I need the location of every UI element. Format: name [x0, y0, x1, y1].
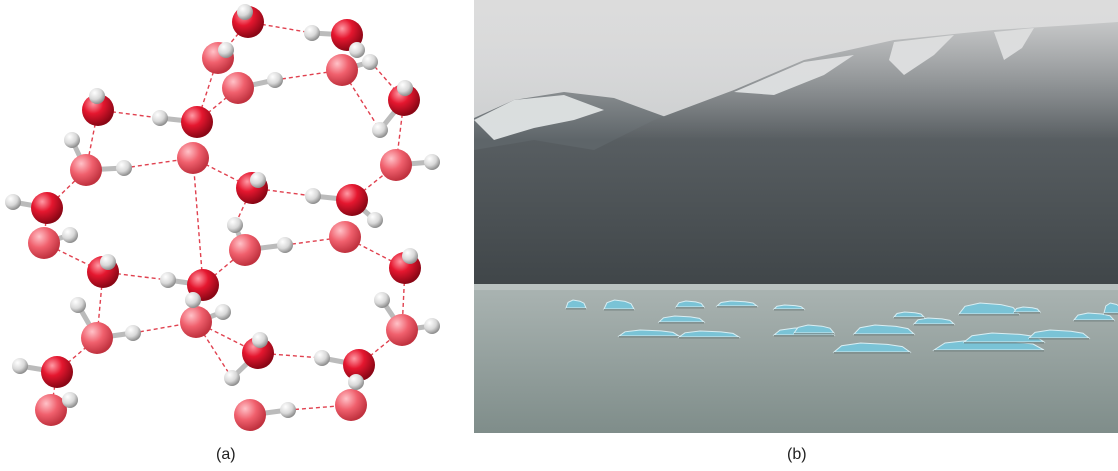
iceberg-reflection [676, 307, 704, 309]
oxygen-atom [229, 234, 261, 266]
iceberg-reflection [894, 317, 924, 319]
hydrogen-atom [372, 122, 388, 138]
iceberg-reflection [619, 336, 679, 338]
iceberg-reflection [934, 350, 1044, 352]
icebergs [565, 299, 1118, 354]
hydrogen-atom [237, 4, 253, 20]
hydrogen-atom [224, 370, 240, 386]
hydrogen-atom [374, 292, 390, 308]
hydrogen-atom [348, 374, 364, 390]
iceberg-reflection [964, 342, 1044, 344]
hydrogen-atom [215, 304, 231, 320]
iceberg-reflection [1104, 313, 1118, 315]
oxygen-atom [28, 227, 60, 259]
hydrogen-atom [424, 318, 440, 334]
hydrogen-atom [218, 42, 234, 58]
hydrogen-atom [250, 172, 266, 188]
hydrogen-atom [397, 80, 413, 96]
iceberg-reflection [1014, 312, 1040, 314]
iceberg-reflection [679, 337, 739, 339]
iceberg-reflection [717, 306, 757, 308]
oxygen-atom [81, 322, 113, 354]
oxygen-atom [70, 154, 102, 186]
iceberg-reflection [959, 314, 1019, 316]
oxygen-atom [335, 389, 367, 421]
fog [474, 0, 1118, 140]
hydrogen-atom [152, 110, 168, 126]
oxygen-atom [35, 394, 67, 426]
iceberg-reflection [774, 335, 834, 337]
hydrogen-atom [349, 42, 365, 58]
oxygen-atom [181, 106, 213, 138]
iceberg-reflection [566, 308, 586, 310]
iceberg-reflection [1074, 320, 1114, 322]
iceberg-reflection [774, 309, 804, 311]
hydrogen-atom [424, 154, 440, 170]
oxygen-atom [41, 356, 73, 388]
hydrogen-atom [304, 25, 320, 41]
oxygen-atom [386, 314, 418, 346]
iceberg-reflection [834, 352, 910, 354]
caption-b: (b) [787, 446, 807, 463]
ice-lattice-model [5, 4, 440, 431]
hydrogen-atom [116, 160, 132, 176]
hydrogen-bond [132, 321, 197, 334]
iceberg-reflection [604, 309, 634, 311]
hydrogen-atom [125, 325, 141, 341]
hydrogen-atom [62, 392, 78, 408]
hydrogen-atom [367, 212, 383, 228]
oxygen-atom [234, 399, 266, 431]
hydrogen-atom [62, 227, 78, 243]
oxygen-atom [343, 349, 375, 381]
hydrogen-atom [89, 88, 105, 104]
oxygen-atom [329, 221, 361, 253]
hydrogen-atom [252, 332, 268, 348]
iceberg-reflection [914, 324, 954, 326]
iceberg-reflection [854, 334, 914, 336]
iceberg-reflection [1029, 338, 1089, 340]
iceberg [1103, 302, 1118, 314]
oxygen-atom [180, 306, 212, 338]
hydrogen-atom [5, 194, 21, 210]
oxygen-atom [326, 54, 358, 86]
hydrogen-atom [64, 132, 80, 148]
iceberg-photo [474, 0, 1118, 433]
hydrogen-atom [12, 358, 28, 374]
hydrogen-atom [70, 297, 86, 313]
hydrogen-atom [402, 248, 418, 264]
iceberg-reflection [794, 333, 834, 335]
oxygen-atom [388, 84, 420, 116]
hydrogen-atom [227, 217, 243, 233]
hydrogen-atom [314, 350, 330, 366]
far-shoreline [474, 284, 1118, 292]
hydrogen-atom [362, 54, 378, 70]
oxygen-atom [177, 142, 209, 174]
hydrogen-atom [100, 254, 116, 270]
oxygen-atom [82, 94, 114, 126]
oxygen-atom [336, 184, 368, 216]
oxygen-atom [222, 72, 254, 104]
hydrogen-bond [341, 69, 381, 131]
atoms [5, 4, 440, 431]
oxygen-atom [380, 149, 412, 181]
oxygen-atom [31, 192, 63, 224]
hydrogen-atom [267, 72, 283, 88]
hydrogen-atom [277, 237, 293, 253]
hydrogen-atom [305, 188, 321, 204]
hydrogen-atom [280, 402, 296, 418]
hydrogen-atom [185, 292, 201, 308]
hydrogen-bond [192, 157, 204, 286]
iceberg-reflection [659, 322, 704, 324]
hydrogen-atom [160, 272, 176, 288]
caption-a: (a) [216, 446, 236, 463]
